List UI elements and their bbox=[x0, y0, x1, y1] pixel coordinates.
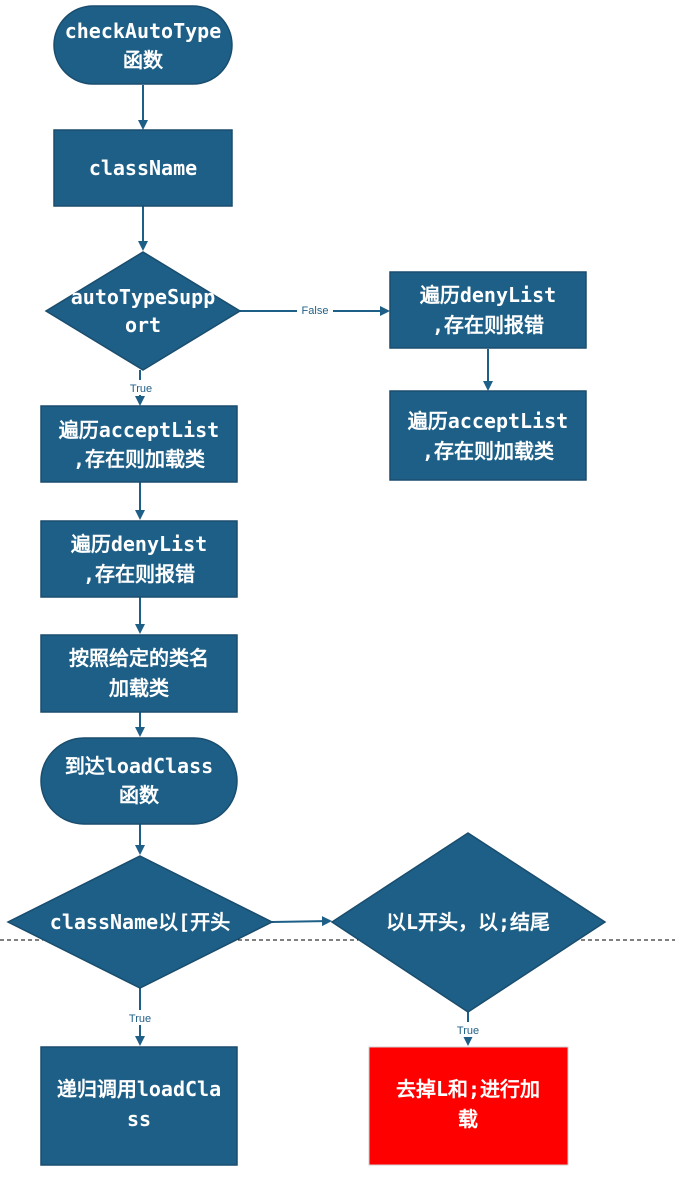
node-recursive-load-class-line-1: 递归调用loadCla bbox=[57, 1077, 221, 1101]
node-class-name-bracket-line-1: className以[开头 bbox=[50, 910, 230, 934]
node-accept-list-left-line-2: ,存在则加载类 bbox=[73, 447, 205, 471]
node-auto-type-support-line-2: ort bbox=[125, 313, 161, 337]
node-reach-load-class[interactable]: 到达loadClass 函数 bbox=[40, 737, 238, 825]
node-accept-list-right-line-1: 遍历acceptList bbox=[407, 409, 568, 433]
node-strip-and-load[interactable]: 去掉L和;进行加 载 bbox=[368, 1046, 569, 1166]
node-recursive-load-class-line-2: ss bbox=[127, 1107, 151, 1131]
edge-label-true-support: True bbox=[130, 383, 152, 395]
node-start-line-2: 函数 bbox=[123, 48, 164, 72]
node-strip-and-load-line-2: 载 bbox=[458, 1107, 478, 1131]
node-accept-list-right[interactable]: 遍历acceptList ,存在则加载类 bbox=[389, 390, 587, 481]
node-deny-list-left-line-1: 遍历denyList bbox=[70, 532, 207, 556]
node-auto-type-support-line-1: autoTypeSupp bbox=[71, 285, 216, 309]
node-deny-list-left[interactable]: 遍历denyList ,存在则报错 bbox=[40, 520, 238, 598]
node-load-by-name[interactable]: 按照给定的类名 加载类 bbox=[40, 634, 238, 713]
node-class-name-line-1: className bbox=[89, 156, 197, 180]
node-class-name-bracket[interactable]: className以[开头 bbox=[6, 855, 274, 989]
edge-label-true-l: True bbox=[457, 1025, 479, 1037]
node-auto-type-support[interactable]: autoTypeSupp ort bbox=[44, 251, 242, 371]
node-load-by-name-line-1: 按照给定的类名 bbox=[69, 646, 209, 670]
node-deny-list-right-line-2: ,存在则报错 bbox=[432, 313, 544, 337]
node-recursive-load-class[interactable]: 递归调用loadCla ss bbox=[40, 1046, 238, 1166]
node-strip-and-load-line-1: 去掉L和;进行加 bbox=[396, 1077, 540, 1101]
node-load-by-name-line-2: 加载类 bbox=[108, 676, 169, 700]
node-start[interactable]: checkAutoType 函数 bbox=[53, 5, 233, 85]
edge-bracket-to-l-check bbox=[271, 916, 332, 927]
node-accept-list-right-line-2: ,存在则加载类 bbox=[422, 439, 554, 463]
node-reach-load-class-line-2: 函数 bbox=[119, 783, 160, 807]
node-starts-l-ends-semicolon[interactable]: 以L开头，以;结尾 bbox=[330, 832, 607, 1013]
node-deny-list-left-line-2: ,存在则报错 bbox=[83, 562, 195, 586]
node-accept-list-left[interactable]: 遍历acceptList ,存在则加载类 bbox=[40, 405, 238, 483]
edge-label-false: False bbox=[302, 305, 329, 317]
node-start-line-1: checkAutoType bbox=[65, 19, 222, 43]
edge-label-true-bracket: True bbox=[129, 1013, 151, 1025]
node-deny-list-right-line-1: 遍历denyList bbox=[419, 283, 556, 307]
node-starts-l-ends-semicolon-line-1: 以L开头，以;结尾 bbox=[386, 910, 550, 934]
node-reach-load-class-line-1: 到达loadClass bbox=[65, 754, 213, 778]
edge-labels: False True True True bbox=[123, 303, 485, 1037]
node-accept-list-left-line-1: 遍历acceptList bbox=[58, 418, 219, 442]
node-deny-list-right[interactable]: 遍历denyList ,存在则报错 bbox=[389, 271, 587, 349]
node-class-name[interactable]: className bbox=[53, 129, 233, 207]
